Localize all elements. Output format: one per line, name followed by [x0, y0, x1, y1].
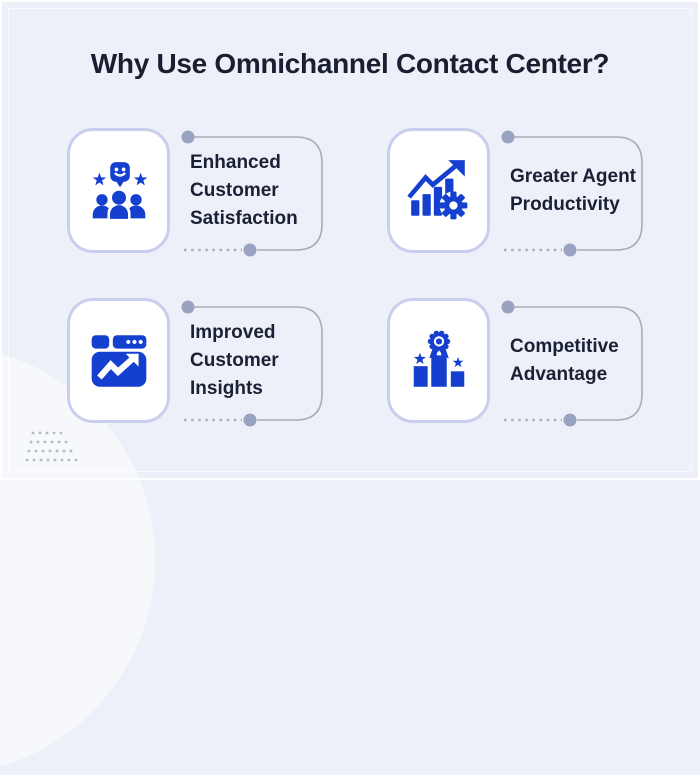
connector-dot — [501, 300, 515, 314]
feature-label: Greater Agent Productivity — [510, 165, 636, 215]
infographic-canvas: { "title": "Why Use Omnichannel Contact … — [0, 0, 700, 480]
feature-label: Competitive Advantage — [510, 335, 619, 385]
feature-label: Enhanced Customer Satisfaction — [190, 151, 298, 229]
connector-dot — [181, 130, 195, 144]
feature-card — [387, 298, 490, 423]
feature-competitive-advantage: Competitive Advantage — [387, 298, 657, 430]
connector-bracket — [181, 300, 323, 427]
dot-grid-decoration — [25, 431, 78, 462]
feature-enhanced-customer-satisfaction: Enhanced Customer Satisfaction — [67, 128, 337, 260]
feature-card — [67, 298, 170, 423]
connector-bracket — [501, 130, 643, 257]
feature-card — [387, 128, 490, 253]
podium-award-icon — [413, 330, 464, 387]
page-title: Why Use Omnichannel Contact Center? — [90, 48, 610, 79]
connector-dot — [181, 300, 195, 314]
connector-dot — [563, 243, 577, 257]
connector-bracket — [181, 130, 323, 257]
feature-card — [67, 128, 170, 253]
feature-improved-customer-insights: Improved Customer Insights — [67, 298, 337, 430]
customers-smiley-icon — [92, 161, 147, 219]
bar-chart-gear-icon — [406, 159, 467, 219]
browser-trend-icon — [91, 334, 146, 387]
connector-dot — [501, 130, 515, 144]
feature-label: Improved Customer Insights — [190, 321, 279, 399]
connector-dot — [243, 243, 257, 257]
connector-dot — [563, 413, 577, 427]
feature-greater-agent-productivity: Greater Agent Productivity — [387, 128, 657, 260]
connector-bracket — [501, 300, 643, 427]
connector-dot — [243, 413, 257, 427]
